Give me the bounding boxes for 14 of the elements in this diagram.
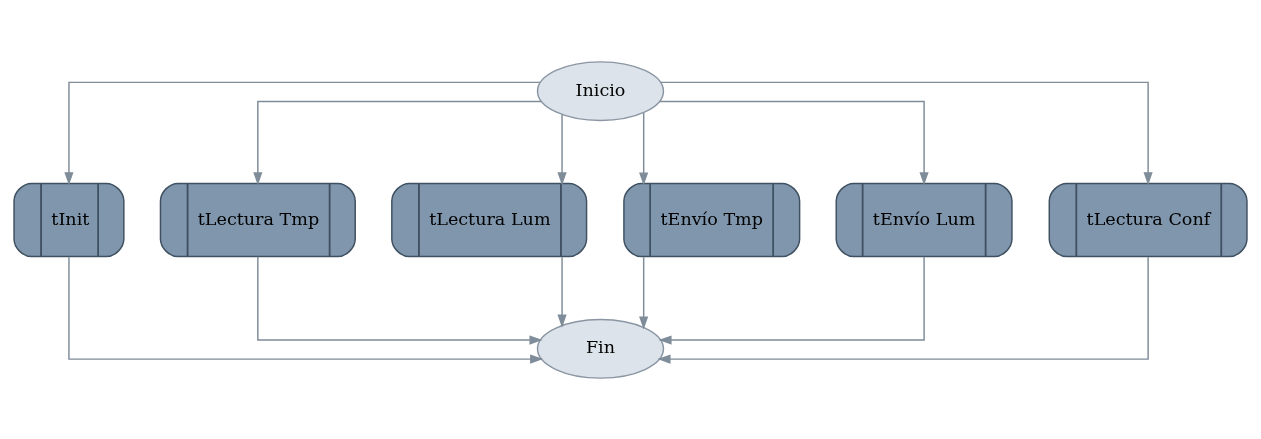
arrow [657, 256, 1149, 364]
arrow [659, 100, 929, 185]
arrow [557, 256, 567, 328]
arrow [639, 111, 649, 186]
node-ellipse: Inicio [536, 60, 665, 121]
arrow [639, 256, 649, 330]
node-ellipse: Fin [536, 318, 665, 379]
arrow [68, 256, 544, 364]
arrow [253, 100, 542, 185]
arrow [64, 81, 541, 185]
arrow [658, 255, 925, 345]
arrow [659, 81, 1153, 185]
arrow [257, 255, 543, 345]
arrow [557, 113, 567, 186]
